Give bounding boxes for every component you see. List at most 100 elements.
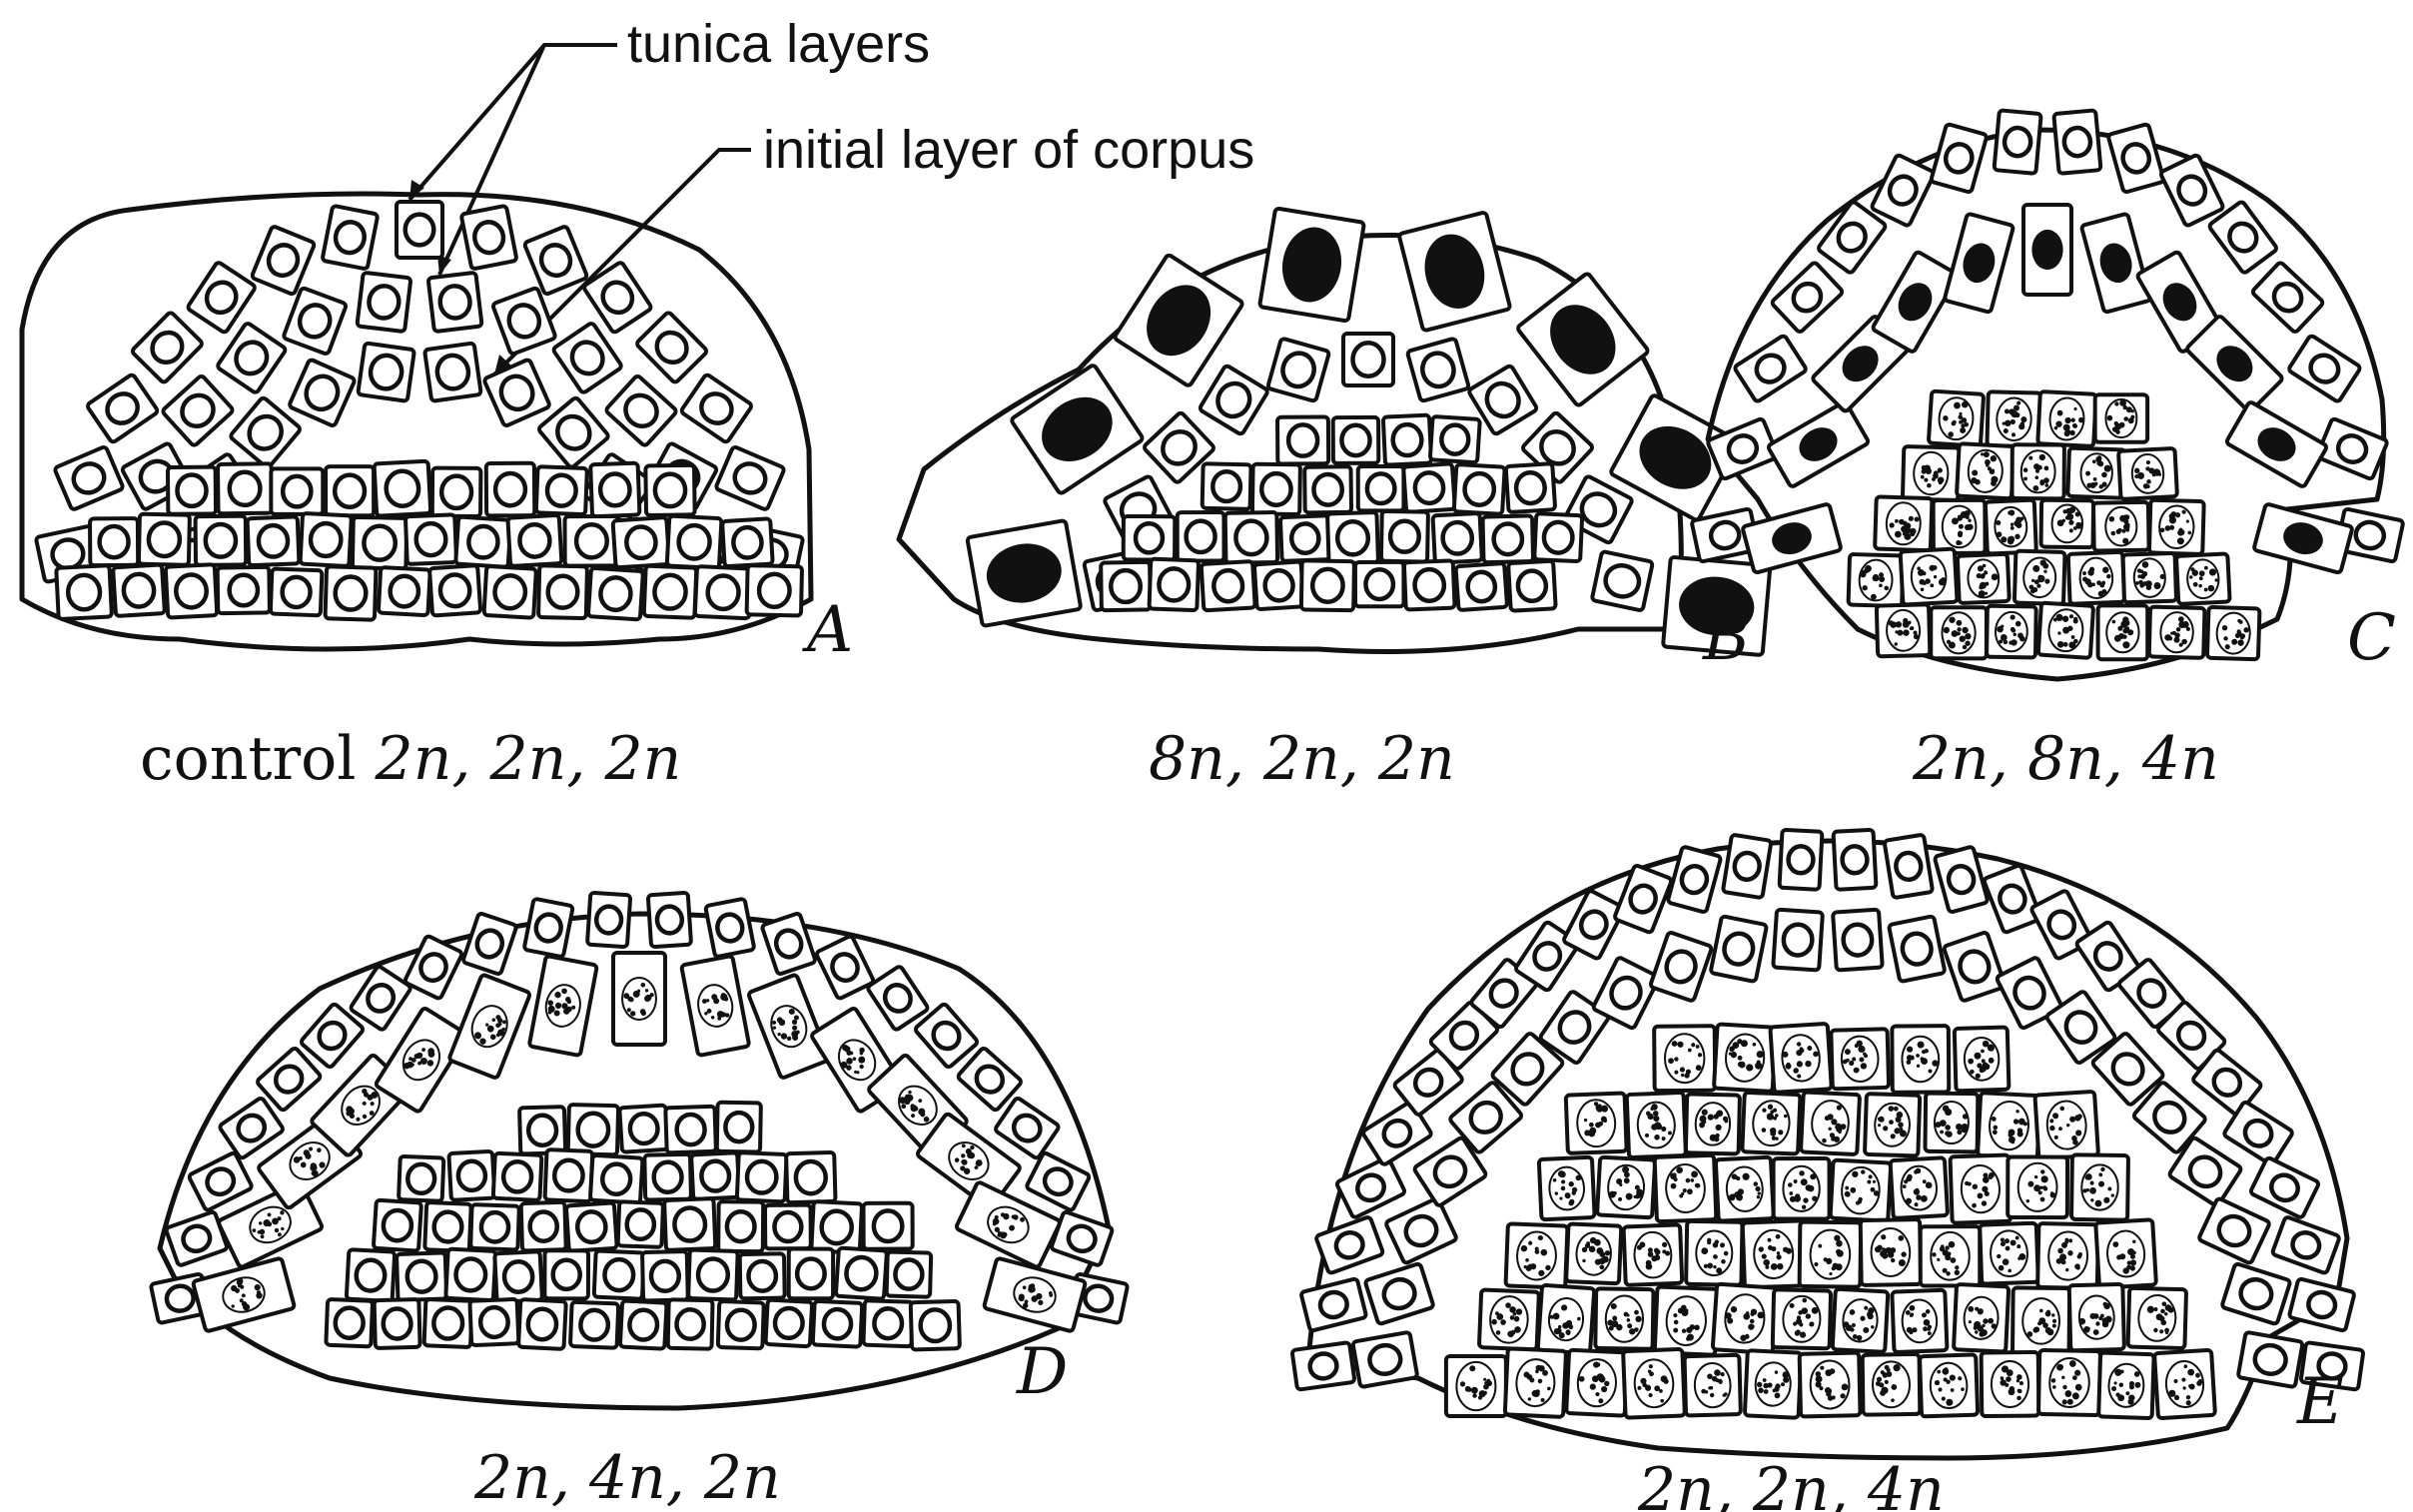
cell — [405, 514, 456, 564]
nucleus-stippled — [1930, 1362, 1968, 1408]
cell — [1358, 466, 1404, 510]
cell — [469, 1299, 518, 1345]
cell — [2008, 1156, 2067, 1217]
nucleus-stippled — [1968, 449, 2004, 493]
cell — [56, 565, 112, 619]
cell — [1124, 516, 1176, 560]
cell — [2123, 553, 2176, 602]
cell — [786, 1152, 835, 1202]
nucleus-open — [1288, 424, 1317, 456]
cell — [1202, 561, 1255, 610]
nucleus-stippled — [1634, 1231, 1673, 1278]
panel-a-cells — [36, 202, 804, 620]
cell — [1506, 463, 1556, 512]
nucleus-open — [759, 574, 790, 608]
cell — [536, 466, 587, 514]
nucleus-open — [206, 524, 236, 557]
nucleus-open — [595, 906, 621, 934]
cell — [1931, 124, 1988, 193]
nucleus-stippled — [2138, 1294, 2176, 1341]
nucleus-open — [390, 575, 419, 607]
panel-c: C 2n, 8n, 4n — [1691, 110, 2403, 794]
cell — [568, 1105, 618, 1154]
cell — [1711, 916, 1768, 982]
cell — [613, 953, 665, 1045]
nucleus-open — [895, 1259, 923, 1289]
cell — [1994, 110, 2040, 174]
nucleus-open — [1264, 569, 1294, 601]
nucleus-stippled — [2081, 1164, 2118, 1210]
nucleus-open — [383, 1308, 411, 1339]
cell — [283, 288, 347, 355]
cell — [2226, 401, 2328, 488]
cell — [748, 974, 830, 1079]
nucleus-stippled — [2023, 557, 2056, 598]
nucleus-stippled — [1783, 1166, 1819, 1211]
cell — [1407, 339, 1469, 402]
nucleus-open — [821, 1210, 853, 1244]
cell — [1877, 604, 1931, 656]
cell — [1352, 1332, 1417, 1387]
cell — [524, 899, 573, 958]
nucleus-open — [1341, 425, 1369, 456]
panel-a-caption-prefix: control — [140, 724, 376, 794]
nucleus-open — [433, 1211, 462, 1242]
nucleus-open — [356, 1259, 386, 1291]
nucleus-open — [283, 476, 311, 507]
cell — [2198, 1197, 2270, 1263]
nucleus-open — [1111, 570, 1141, 602]
cell — [486, 463, 534, 516]
cell — [1780, 830, 1823, 890]
panel-a-caption-text: 2n, 2n, 2n — [375, 724, 682, 794]
cell — [492, 288, 556, 355]
cell — [680, 374, 752, 443]
nucleus-open — [656, 906, 682, 934]
nucleus-stippled — [1577, 1358, 1617, 1407]
cell — [347, 1249, 396, 1301]
cell — [1892, 1290, 1947, 1352]
cell — [1863, 1354, 1921, 1415]
cell — [737, 1152, 787, 1201]
cell — [353, 517, 406, 569]
nucleus-open — [774, 1212, 801, 1241]
nucleus-open — [335, 475, 365, 507]
nucleus-open — [2063, 127, 2091, 157]
cell — [2107, 124, 2164, 193]
nucleus-open — [626, 1209, 654, 1239]
nucleus-stippled — [2022, 1298, 2059, 1344]
cell — [1884, 835, 1933, 899]
nucleus-open — [576, 524, 607, 557]
cell — [717, 1103, 761, 1152]
cell — [747, 565, 802, 615]
nucleus-stippled — [2160, 612, 2193, 653]
panel-c-caption: 2n, 8n, 4n — [1912, 724, 2219, 794]
cell — [718, 1201, 763, 1251]
nucleus-open — [576, 1211, 606, 1243]
cell — [1954, 1284, 2009, 1352]
nucleus-stippled — [1841, 1036, 1879, 1082]
panel-c-shape — [1691, 110, 2403, 679]
nucleus-stippled — [1456, 1362, 1495, 1410]
nucleus-open — [1467, 571, 1496, 602]
nucleus-stippled — [1886, 502, 1921, 545]
nucleus-open — [1353, 343, 1384, 376]
cell — [605, 375, 677, 446]
nucleus-stippled — [1961, 1164, 2001, 1213]
nucleus-solid — [2031, 230, 2062, 270]
cell — [1277, 416, 1328, 463]
cell — [357, 273, 410, 332]
nucleus-open — [364, 525, 396, 559]
cell — [1315, 1216, 1383, 1273]
nucleus-open — [528, 1115, 557, 1145]
cell — [1483, 515, 1534, 562]
cell — [397, 1252, 446, 1300]
nucleus-stippled — [2021, 450, 2055, 492]
nucleus-open — [441, 476, 471, 508]
cell — [1517, 273, 1649, 406]
cell — [2012, 1287, 2069, 1354]
nucleus-stippled — [1914, 451, 1949, 494]
nucleus-open — [874, 1308, 903, 1339]
nucleus-stippled — [1515, 1358, 1555, 1407]
cell — [1987, 391, 2040, 446]
cell — [322, 206, 378, 270]
